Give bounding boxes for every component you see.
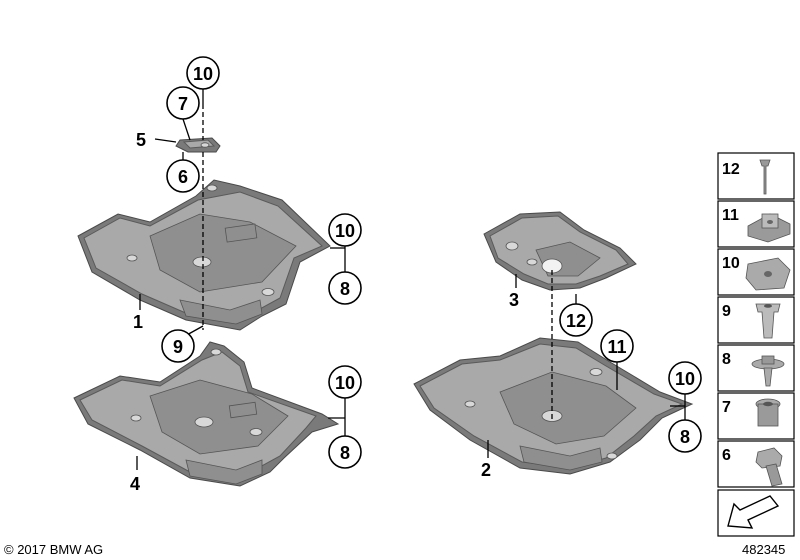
svg-text:10: 10 (722, 255, 740, 272)
part-1-underbody-panel[interactable] (77, 179, 331, 331)
svg-text:7: 7 (722, 399, 731, 416)
part-5-bracket[interactable] (175, 137, 221, 153)
callout-9[interactable]: 9 (161, 329, 195, 363)
svg-text:8: 8 (340, 279, 350, 299)
svg-text:8: 8 (722, 351, 731, 368)
label-1[interactable]: 1 (133, 312, 143, 332)
svg-text:6: 6 (178, 167, 188, 187)
legend-item-6[interactable]: 6 (717, 440, 795, 488)
callout-10-part1[interactable]: 10 (328, 213, 362, 247)
svg-text:11: 11 (722, 207, 739, 224)
svg-text:9: 9 (722, 303, 731, 320)
parts-legend: 12 11 10 9 8 (717, 152, 795, 537)
legend-item-7[interactable]: 7 (717, 392, 795, 440)
svg-text:10: 10 (193, 64, 213, 84)
diagram-number: 482345 (742, 542, 785, 557)
rivet-icon (759, 159, 771, 195)
callout-8-part4[interactable]: 8 (328, 435, 362, 469)
part-4-underbody-panel[interactable] (73, 341, 340, 487)
svg-text:10: 10 (335, 373, 355, 393)
svg-text:9: 9 (173, 337, 183, 357)
leader-lines (136, 89, 686, 470)
callout-10-top[interactable]: 10 (186, 56, 220, 90)
callout-6[interactable]: 6 (166, 159, 200, 193)
label-2[interactable]: 2 (481, 460, 491, 480)
legend-item-9[interactable]: 9 (717, 296, 795, 344)
legend-arrow-box (717, 489, 795, 537)
legend-item-10[interactable]: 10 (717, 248, 795, 296)
legend-item-11[interactable]: 11 (717, 200, 795, 248)
expanding-nut-icon (755, 303, 781, 339)
callout-10-part4[interactable]: 10 (328, 365, 362, 399)
svg-text:7: 7 (178, 94, 188, 114)
svg-text:10: 10 (675, 369, 695, 389)
part-3-underbody-panel[interactable] (483, 211, 637, 291)
svg-text:12: 12 (566, 311, 586, 331)
hex-bolt-icon (755, 447, 783, 469)
callout-8-part1[interactable]: 8 (328, 271, 362, 305)
callout-8-part2[interactable]: 8 (668, 419, 702, 453)
label-4[interactable]: 4 (130, 474, 140, 494)
copyright: © 2017 BMW AG (4, 542, 103, 557)
callout-11[interactable]: 11 (600, 329, 634, 363)
svg-text:11: 11 (607, 337, 626, 357)
svg-text:8: 8 (340, 443, 350, 463)
svg-text:8: 8 (680, 427, 690, 447)
label-3[interactable]: 3 (509, 290, 519, 310)
legend-item-8[interactable]: 8 (717, 344, 795, 392)
callout-7[interactable]: 7 (166, 86, 200, 120)
svg-text:12: 12 (722, 161, 740, 178)
svg-text:6: 6 (722, 447, 731, 464)
part-2-underbody-panel[interactable] (413, 337, 694, 475)
svg-text:10: 10 (335, 221, 355, 241)
label-5[interactable]: 5 (136, 130, 146, 150)
callout-10-part2[interactable]: 10 (668, 361, 702, 395)
callout-12[interactable]: 12 (559, 303, 593, 337)
legend-item-12[interactable]: 12 (717, 152, 795, 200)
direction-arrow-icon (727, 495, 780, 529)
